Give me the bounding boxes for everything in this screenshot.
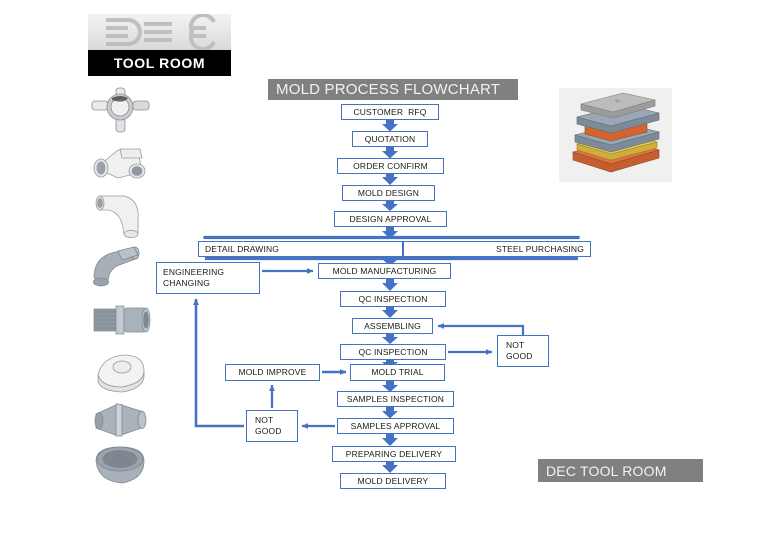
flow-node-mold-design[interactable]: MOLD DESIGN — [342, 185, 435, 201]
footer-banner: DEC TOOL ROOM — [538, 459, 703, 482]
page-title-banner: MOLD PROCESS FLOWCHART — [268, 79, 518, 100]
flow-node-mold-manufacturing[interactable]: MOLD MANUFACTURING — [318, 263, 451, 279]
flow-node-not-good-samples[interactable]: NOT GOOD — [246, 410, 298, 442]
flow-node-not-good-assembly[interactable]: NOT GOOD — [497, 335, 549, 367]
product-thumb-pipe-elbow-white — [88, 190, 153, 240]
product-thumb-threaded-coupling — [88, 295, 153, 345]
flow-node-qc-inspection-second[interactable]: QC INSPECTION — [340, 344, 446, 360]
flow-node-preparing-delivery[interactable]: PREPARING DELIVERY — [332, 446, 456, 462]
page-title: MOLD PROCESS FLOWCHART — [276, 81, 501, 98]
flow-node-detail-drawing[interactable]: DETAIL DRAWING — [198, 241, 403, 257]
product-thumb-pipe-cross-fitting — [88, 85, 153, 135]
flow-node-design-approval[interactable]: DESIGN APPROVAL — [334, 211, 447, 227]
flow-node-quotation[interactable]: QUOTATION — [352, 131, 428, 147]
dec-wordmark-icon — [88, 14, 231, 50]
tool-room-label: TOOL ROOM — [113, 55, 206, 71]
product-thumb-pipe-tee-fitting — [88, 138, 153, 188]
flow-node-mold-delivery[interactable]: MOLD DELIVERY — [340, 473, 446, 489]
product-thumb-pipe-elbow-gray — [88, 242, 153, 292]
product-thumb-pipe-cap-gray — [88, 441, 153, 491]
footer-label: DEC TOOL ROOM — [546, 462, 667, 479]
flow-node-samples-inspection[interactable]: SAMPLES INSPECTION — [337, 391, 454, 407]
flow-node-qc-inspection-first[interactable]: QC INSPECTION — [340, 291, 446, 307]
tool-room-label-bar: TOOL ROOM — [88, 50, 231, 76]
product-thumb-pipe-coupling-gray — [88, 394, 153, 444]
product-thumb-pipe-saddle-white — [88, 347, 153, 397]
flow-node-steel-purchasing[interactable]: STEEL PURCHASING — [403, 241, 591, 257]
flow-node-samples-approval[interactable]: SAMPLES APPROVAL — [337, 418, 454, 434]
flow-node-mold-improve[interactable]: MOLD IMPROVE — [225, 364, 320, 381]
flow-node-customer-rfq[interactable]: CUSTOMER RFQ — [341, 104, 439, 120]
dec-logo: TOOL ROOM — [88, 14, 231, 76]
flow-node-mold-trial[interactable]: MOLD TRIAL — [350, 364, 445, 381]
flow-node-engineering-changing[interactable]: ENGINEERING CHANGING — [156, 262, 260, 294]
flow-node-assembling[interactable]: ASSEMBLING — [352, 318, 433, 334]
exploded-mold-assembly-image — [559, 88, 672, 182]
flow-node-order-confirm[interactable]: ORDER CONFIRM — [337, 158, 444, 174]
